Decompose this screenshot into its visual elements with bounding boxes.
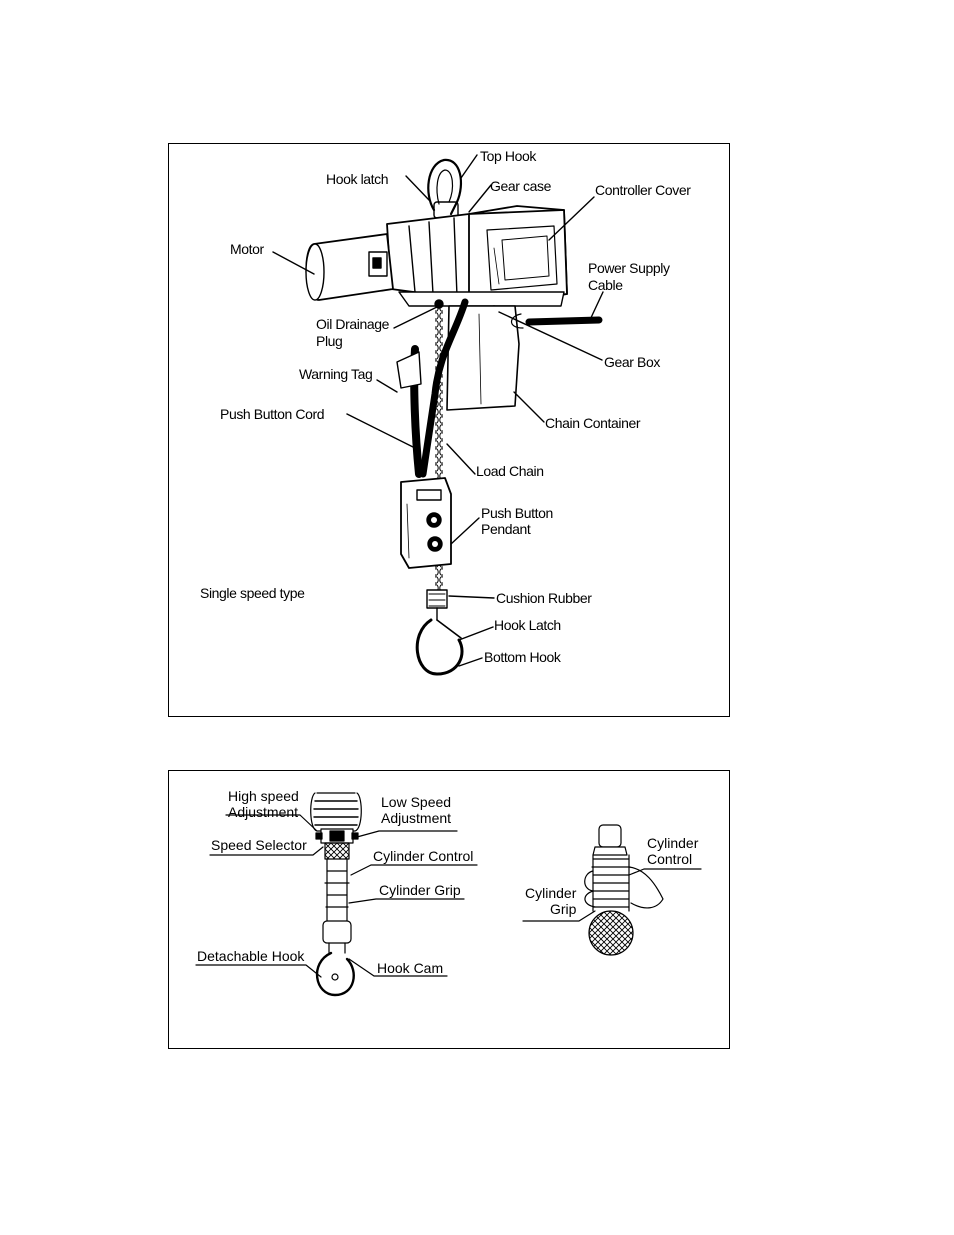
label-cushion-rubber: Cushion Rubber bbox=[496, 590, 592, 606]
label-gear-box: Gear Box bbox=[604, 354, 660, 370]
label-gear-case: Gear case bbox=[490, 178, 551, 194]
label-chain-container: Chain Container bbox=[545, 415, 641, 431]
label-cylinder-grip-right-1: Cylinder bbox=[525, 885, 577, 901]
hoist-illustration bbox=[272, 154, 604, 676]
label-cylinder-control-right-2: Control bbox=[647, 851, 693, 867]
label-high-speed-adjustment-1: High speed bbox=[228, 788, 299, 804]
cylinder-illustration bbox=[195, 792, 702, 997]
label-bottom-hook: Bottom Hook bbox=[484, 649, 561, 665]
label-detachable-hook: Detachable Hook bbox=[197, 948, 305, 964]
label-high-speed-adjustment-2: Adjustment bbox=[228, 804, 299, 820]
label-warning-tag: Warning Tag bbox=[299, 366, 373, 382]
label-push-button-pendant-2: Pendant bbox=[481, 521, 531, 537]
label-controller-cover: Controller Cover bbox=[595, 182, 691, 198]
label-hook-latch-top: Hook latch bbox=[326, 171, 389, 187]
label-push-button-pendant-1: Push Button bbox=[481, 505, 553, 521]
label-cylinder-control-right-1: Cylinder bbox=[647, 835, 699, 851]
label-speed-selector: Speed Selector bbox=[211, 837, 307, 853]
label-low-speed-adjustment-1: Low Speed bbox=[381, 794, 452, 810]
label-motor: Motor bbox=[230, 241, 264, 257]
cylinder-diagram-panel: High speed Adjustment Low Speed Adjustme… bbox=[168, 770, 730, 1049]
label-cylinder-grip: Cylinder Grip bbox=[379, 882, 461, 898]
label-hook-latch-bottom: Hook Latch bbox=[494, 617, 561, 633]
hoist-diagram-panel: Top Hook Hook latch Gear case Controller… bbox=[168, 143, 730, 717]
label-single-speed-type: Single speed type bbox=[200, 585, 305, 601]
label-load-chain: Load Chain bbox=[476, 463, 544, 479]
label-power-supply-cable-2: Cable bbox=[588, 277, 623, 293]
label-oil-drainage-plug-1: Oil Drainage bbox=[316, 316, 390, 332]
label-top-hook: Top Hook bbox=[480, 148, 536, 164]
label-hook-cam: Hook Cam bbox=[377, 960, 444, 976]
label-low-speed-adjustment-2: Adjustment bbox=[381, 810, 452, 826]
label-power-supply-cable-1: Power Supply bbox=[588, 260, 670, 276]
label-cylinder-grip-right-2: Grip bbox=[550, 901, 577, 917]
label-cylinder-control: Cylinder Control bbox=[373, 848, 474, 864]
label-oil-drainage-plug-2: Plug bbox=[316, 333, 343, 349]
label-push-button-cord: Push Button Cord bbox=[220, 406, 325, 422]
